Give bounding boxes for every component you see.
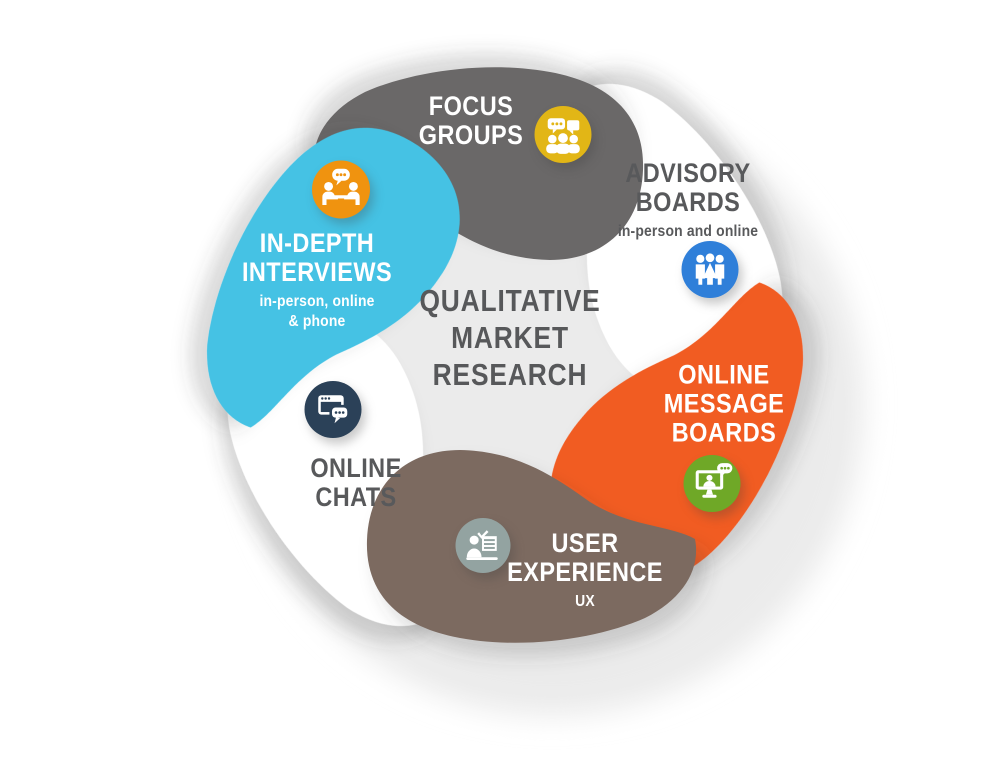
interviews-icon (312, 160, 370, 224)
online-chats-icon (304, 381, 362, 443)
label-line: ONLINE (310, 452, 402, 483)
label-line: FOCUS (428, 90, 514, 121)
label-subline: in-person, online (259, 293, 375, 311)
label-focus-groups: FOCUS GROUPS (418, 90, 524, 150)
title-line: RESEARCH (432, 357, 588, 393)
label-subline: UX (575, 593, 595, 611)
label-line: CHATS (315, 482, 397, 512)
label-line: EXPERIENCE (507, 556, 663, 587)
three-people-glyph (695, 253, 725, 285)
people-glyph (546, 133, 580, 154)
label-line: IN-DEPTH (259, 228, 375, 259)
label-subline: & phone (288, 312, 346, 330)
advisory-boards-icon (681, 241, 739, 303)
label-in-depth-interviews: IN-DEPTH INTERVIEWS in-person, online & … (241, 228, 393, 331)
focus-groups-icon (534, 106, 592, 168)
monitor-glyph (695, 470, 724, 498)
label-line: ADVISORY (625, 157, 751, 188)
label-line: USER (551, 527, 619, 558)
label-line: BOARDS (635, 186, 741, 217)
label-line: ONLINE (678, 359, 770, 390)
label-line: BOARDS (671, 417, 777, 448)
chat-bubble-glyph (329, 404, 350, 424)
bubble-dots (551, 122, 563, 126)
bubble-glyph (717, 463, 733, 478)
label-line: MESSAGE (663, 388, 785, 419)
label-line: GROUPS (418, 120, 524, 150)
person-at-board-glyph (466, 530, 498, 561)
message-boards-icon (683, 455, 741, 517)
speech-bubble-glyph (332, 168, 350, 186)
label-user-experience: USER EXPERIENCE UX (507, 527, 663, 612)
center-title: QUALITATIVE MARKET RESEARCH (419, 282, 600, 394)
title-line: MARKET (451, 320, 569, 356)
label-online-chats: ONLINE CHATS (310, 452, 402, 512)
two-people-table-glyph (322, 181, 360, 206)
title-line: QUALITATIVE (419, 283, 601, 319)
label-subline: in-person and online (617, 223, 759, 241)
user-experience-icon (455, 518, 511, 578)
label-online-message-boards: ONLINE MESSAGE BOARDS (663, 359, 785, 448)
label-advisory-boards: ADVISORY BOARDS in-person and online (617, 157, 759, 242)
label-line: INTERVIEWS (241, 257, 393, 288)
